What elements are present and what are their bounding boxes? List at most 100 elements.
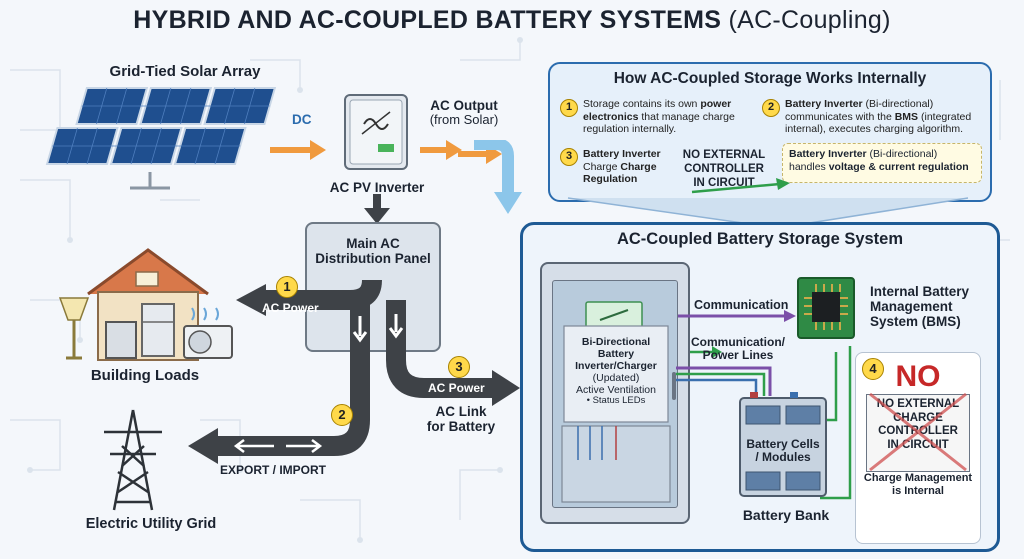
solar-array-label: Grid-Tied Solar Array [109,63,261,80]
inverter-to-panel-arrow [364,194,390,224]
s1-c: that manage [641,110,700,123]
battery-bank-label: Battery Bank [742,507,830,523]
battery-bank-icon [739,392,827,497]
comm-power-1: Communication/ [690,335,785,349]
cabinet-internals [561,301,671,503]
s1-a: Storage contains its own [583,98,698,110]
solar-panel-icon [45,87,277,190]
bms-3: System (BMS) [870,314,961,330]
inverter-charger-label: Bi-Directional Battery Inverter/Charger … [564,336,668,407]
how-step-1-badge: 1 [560,97,578,117]
s3-a: Battery Inverter [583,148,661,160]
pv-inverter-label: AC PV Inverter [329,180,425,195]
panel-line1: Main AC [346,236,400,251]
s3-c: Charge [620,160,657,173]
s2-c: communicates with the [785,110,892,123]
ac-output-line1: AC Output [430,98,498,113]
page-title: HYBRID AND AC-COUPLED BATTERY SYSTEMS (A… [0,6,1024,35]
reg-a: Battery Inverter [789,148,867,160]
dc-arrows [270,140,326,160]
red-cross-icon [869,392,967,472]
title-main: HYBRID AND AC-COUPLED BATTERY SYSTEMS [133,6,722,34]
inv-line3: Inverter/Charger [575,360,657,373]
no-l4: IN CIRCUIT [887,438,949,451]
dc-label: DC [292,112,312,127]
cabinet-handle [672,372,676,400]
s1-d: charge regulation internally. [583,110,735,136]
reg-b: (Bi-directional) [869,148,938,160]
foot-1: Charge Management [863,472,973,484]
s3-d: Regulation [583,173,638,186]
how-step-2-badge: 2 [762,97,780,117]
s2-b: (Bi-directional) [865,98,934,110]
s1-b: power electronics [583,98,732,123]
flow-number-3: 3 [448,356,470,378]
flow-badge-3: 3 [448,356,470,378]
flow-badge-2: 2 [331,404,353,426]
reg-c: handles [789,161,826,174]
communication-label: Communication [694,298,789,312]
how-step-2-number: 2 [762,99,780,117]
no-ext-1: NO EXTERNAL [682,149,766,161]
pv-inverter-icon [344,94,408,170]
how-step-1-text: Storage contains its own power electroni… [583,98,753,136]
ac-orange-arrow [420,140,462,160]
charge-management-text: Charge Management is Internal [858,472,978,498]
ac-output-line2: (from Solar) [429,112,499,128]
no-box-badge: 4 [862,358,884,380]
regulation-green-arrow [691,178,790,194]
battery-cells-label: Battery Cells / Modules [736,437,830,465]
cells-1: Battery Cells [746,437,820,451]
inv-line4: (Updated) [592,372,640,385]
inv-line6: • Status LEDs [586,395,646,407]
house-icon [58,248,233,361]
how-it-works-title: How AC-Coupled Storage Works Internally [613,70,927,87]
ac-link-line2: for Battery [426,419,496,435]
export-import-label: EXPORT / IMPORT [220,463,327,477]
storage-system-title: AC-Coupled Battery Storage System [616,230,904,248]
s2-f: internal), executes charging algorithm. [785,123,964,136]
s2-d: BMS [894,110,919,123]
reg-d: voltage & current regulation [828,161,969,174]
flow-number-2: 2 [331,404,353,426]
comm-power-label: Communication/ Power Lines [688,335,788,363]
inv-line2: Battery [597,348,635,361]
ac-output-label: AC Output (from Solar) [420,98,508,128]
ac-power-label-3: AC Power [428,381,485,395]
bms-chip-icon [797,277,855,339]
inv-line1: Bi-Directional [581,336,651,348]
no-ext-3: IN CIRCUIT [693,177,755,190]
ac-output-blue-arrow [474,140,522,214]
flow-badge-1: 1 [276,276,298,298]
flow-number-1: 1 [276,276,298,298]
how-step-3-badge: 3 [560,146,578,166]
title-sub: (AC-Coupling) [728,6,891,34]
cells-2: / Modules [755,450,811,465]
bms-1: Internal Battery [870,284,970,299]
no-ext-2: CONTROLLER [684,163,764,176]
bms-2: Management [870,299,953,315]
s2-e: (integrated [920,110,972,123]
utility-grid-label: Electric Utility Grid [85,516,217,532]
ac-link-line1: AC Link [435,404,487,419]
distribution-panel-label: Main AC Distribution Panel [305,236,441,266]
how-step-3-text: Battery Inverter Charge Charge Regulatio… [583,148,675,186]
foot-2: is Internal [892,485,944,498]
how-step-2-text: Battery Inverter (Bi-directional) commun… [785,98,985,136]
no-l1: NO EXTERNAL [876,398,960,410]
comm-power-2: Power Lines [702,348,774,363]
bms-label: Internal Battery Management System (BMS) [870,284,995,329]
s2-a: Battery Inverter [785,98,863,110]
s3-b: Charge [583,160,618,173]
how-step-3-number: 3 [560,148,578,166]
ac-link-label: AC Link for Battery [418,404,504,434]
how-step-1-number: 1 [560,99,578,117]
how-no-external-text: NO EXTERNAL CONTROLLER IN CIRCUIT [672,148,776,190]
utility-tower-icon [104,409,162,511]
inv-line5: Active Ventilation [576,384,656,397]
building-loads-label: Building Loads [90,367,200,384]
no-box-number: 4 [862,358,884,380]
regulation-box: Battery Inverter (Bi-directional) handle… [782,143,982,183]
